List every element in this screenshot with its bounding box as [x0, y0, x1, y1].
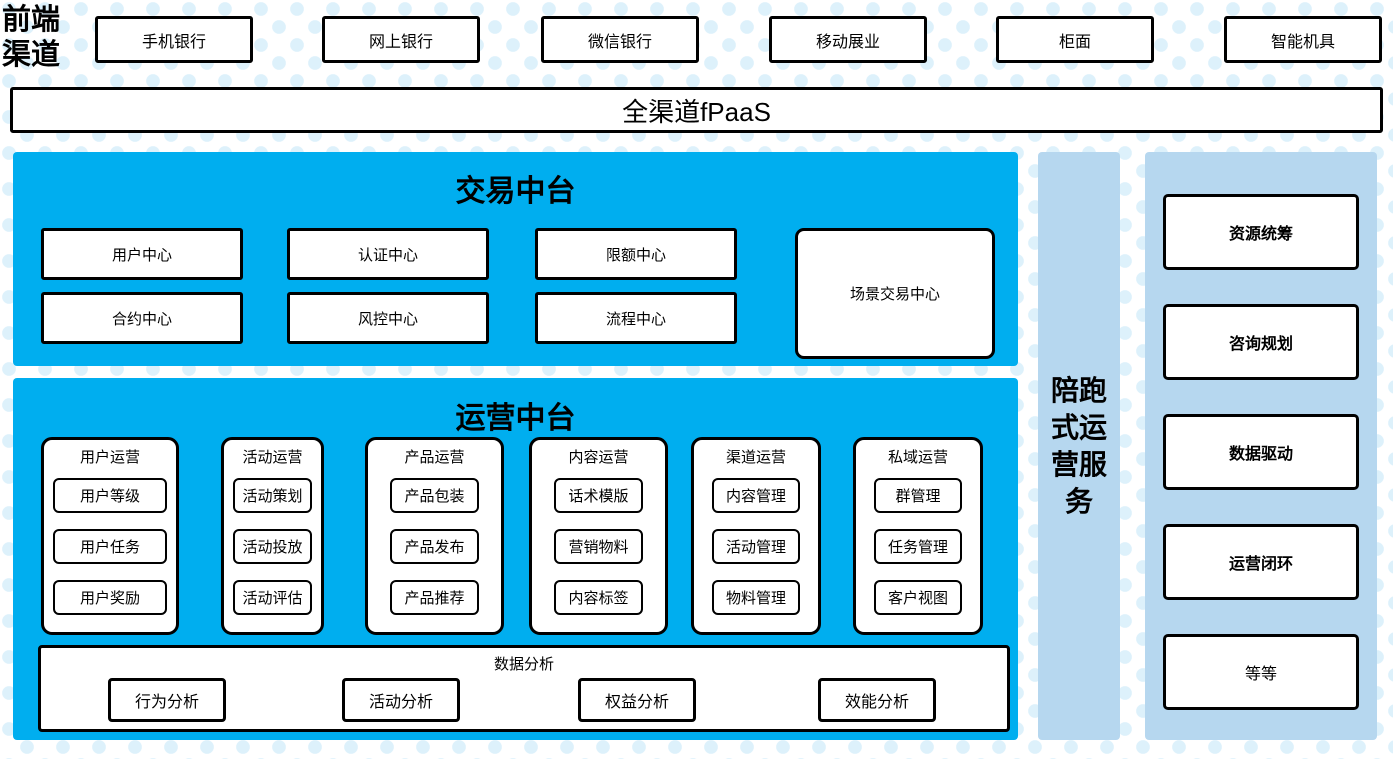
channel-box-wechat-bank[interactable]: 微信银行	[541, 16, 699, 63]
ops-column-title: 活动运营	[242, 449, 303, 466]
ops-column-title: 内容运营	[568, 449, 629, 466]
ops-column-channel: 渠道运营 内容管理 活动管理 物料管理	[691, 437, 821, 635]
service-item-resource[interactable]: 资源统筹	[1163, 194, 1359, 270]
data-analysis-item[interactable]: 权益分析	[578, 678, 696, 722]
front-channel-label-line1: 前端	[2, 4, 61, 36]
ops-item[interactable]: 话术模版	[554, 478, 643, 513]
trade-center-title: 交易中台	[455, 175, 576, 208]
data-analysis-box: 数据分析 行为分析 活动分析 权益分析 效能分析	[38, 645, 1010, 732]
ops-item[interactable]: 活动策划	[233, 478, 312, 513]
ops-column-title: 产品运营	[404, 449, 465, 466]
ops-item[interactable]: 用户奖励	[53, 580, 167, 615]
ops-item[interactable]: 物料管理	[712, 580, 800, 615]
fpaas-label: 全渠道fPaaS	[622, 96, 771, 127]
trade-box-label: 用户中心	[111, 246, 172, 264]
data-analysis-item[interactable]: 活动分析	[342, 678, 460, 722]
channel-label: 移动展业	[815, 33, 880, 51]
trade-box-process-center[interactable]: 流程中心	[535, 292, 737, 344]
trade-box-auth-center[interactable]: 认证中心	[287, 228, 489, 280]
trade-box-label: 风控中心	[357, 310, 418, 328]
ops-item[interactable]: 内容管理	[712, 478, 800, 513]
trade-box-label: 限额中心	[605, 246, 666, 264]
channel-label: 微信银行	[587, 33, 652, 51]
channel-box-mobile-biz[interactable]: 移动展业	[769, 16, 927, 63]
ops-item[interactable]: 产品包装	[390, 478, 479, 513]
ops-item[interactable]: 用户任务	[53, 529, 167, 564]
fpaas-bar[interactable]: 全渠道fPaaS	[10, 87, 1383, 133]
channel-label: 柜面	[1058, 33, 1091, 51]
ops-item[interactable]: 客户视图	[874, 580, 962, 615]
ops-item[interactable]: 内容标签	[554, 580, 643, 615]
ops-column-title: 私域运营	[887, 449, 948, 466]
channel-label: 手机银行	[141, 33, 206, 51]
trade-box-label: 流程中心	[605, 310, 666, 328]
trade-box-contract-center[interactable]: 合约中心	[41, 292, 243, 344]
channel-label: 智能机具	[1270, 33, 1335, 51]
trade-box-label: 认证中心	[357, 246, 418, 264]
ops-column-private-domain: 私域运营 群管理 任务管理 客户视图	[853, 437, 983, 635]
ops-item[interactable]: 营销物料	[554, 529, 643, 564]
ops-column-title: 渠道运营	[725, 449, 786, 466]
ops-item[interactable]: 群管理	[874, 478, 962, 513]
channel-box-mobile-bank[interactable]: 手机银行	[95, 16, 253, 63]
ops-column-title: 用户运营	[79, 449, 140, 466]
service-item-consult[interactable]: 咨询规划	[1163, 304, 1359, 380]
ops-column-user: 用户运营 用户等级 用户任务 用户奖励	[41, 437, 179, 635]
channel-box-counter[interactable]: 柜面	[996, 16, 1154, 63]
data-analysis-title: 数据分析	[493, 656, 554, 673]
data-analysis-item[interactable]: 行为分析	[108, 678, 226, 722]
ops-item[interactable]: 产品发布	[390, 529, 479, 564]
ops-item[interactable]: 用户等级	[53, 478, 167, 513]
accompany-service-column: 陪跑式运营服务	[1038, 152, 1120, 740]
trade-center-panel: 交易中台 用户中心 认证中心 限额中心 合约中心 风控中心 流程中心 场景交易中…	[13, 152, 1018, 366]
ops-item[interactable]: 活动评估	[233, 580, 312, 615]
trade-box-limit-center[interactable]: 限额中心	[535, 228, 737, 280]
channel-label: 网上银行	[368, 33, 433, 51]
trade-box-risk-center[interactable]: 风控中心	[287, 292, 489, 344]
service-item-data[interactable]: 数据驱动	[1163, 414, 1359, 490]
data-analysis-item[interactable]: 效能分析	[818, 678, 936, 722]
trade-box-label: 场景交易中心	[849, 286, 940, 303]
ops-column-product: 产品运营 产品包装 产品发布 产品推荐	[365, 437, 504, 635]
ops-item[interactable]: 活动管理	[712, 529, 800, 564]
trade-box-scenario-center[interactable]: 场景交易中心	[795, 228, 995, 359]
accompany-service-label: 陪跑式运营服务	[1050, 375, 1107, 517]
front-channel-label: 前端 渠道	[2, 2, 90, 74]
channel-box-smart-machine[interactable]: 智能机具	[1224, 16, 1382, 63]
trade-box-user-center[interactable]: 用户中心	[41, 228, 243, 280]
ops-column-content: 内容运营 话术模版 营销物料 内容标签	[529, 437, 668, 635]
ops-center-title: 运营中台	[455, 402, 576, 435]
service-item-etc[interactable]: 等等	[1163, 634, 1359, 710]
ops-column-activity: 活动运营 活动策划 活动投放 活动评估	[221, 437, 324, 635]
front-channel-label-line2: 渠道	[2, 39, 61, 71]
service-panel: 资源统筹 咨询规划 数据驱动 运营闭环 等等	[1145, 152, 1377, 740]
ops-item[interactable]: 任务管理	[874, 529, 962, 564]
trade-box-label: 合约中心	[111, 310, 172, 328]
service-item-loop[interactable]: 运营闭环	[1163, 524, 1359, 600]
ops-item[interactable]: 产品推荐	[390, 580, 479, 615]
ops-item[interactable]: 活动投放	[233, 529, 312, 564]
channel-box-online-bank[interactable]: 网上银行	[322, 16, 480, 63]
